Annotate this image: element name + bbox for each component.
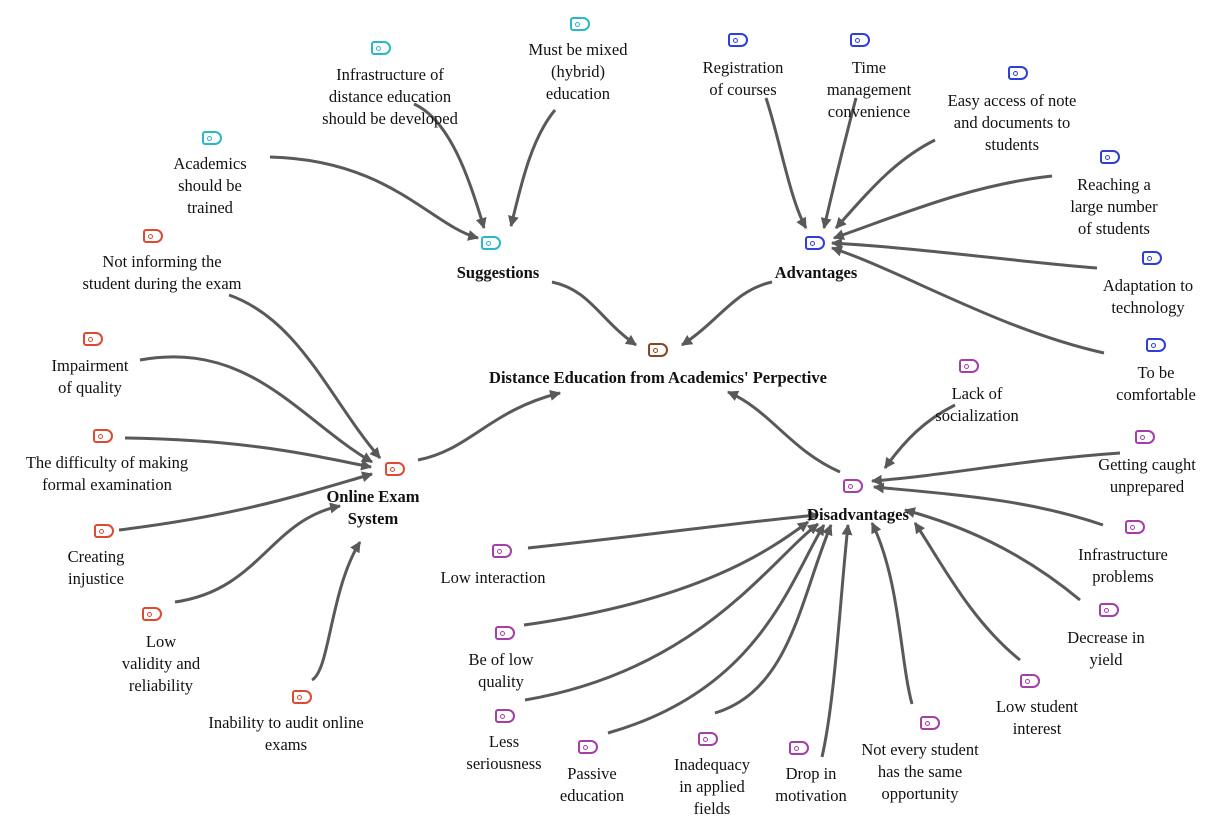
edge-not-informing-the-student-during-the-exa xyxy=(228,293,382,459)
tag-icon xyxy=(142,607,162,621)
center-node-label: Distance Education from Academics' Perpe… xyxy=(489,368,827,387)
edge-must-be-mixed-hybrid-education xyxy=(508,109,557,228)
tag-icon xyxy=(920,716,940,730)
edge-low-student-interest xyxy=(913,522,1021,662)
tag-icon xyxy=(1008,66,1028,80)
edge-easy-access-of-note-and-documents-to-stu xyxy=(834,138,936,230)
edge-registration-of-courses xyxy=(764,97,808,229)
tag-icon xyxy=(570,17,590,31)
edge-getting-caught-unprepared xyxy=(870,451,1121,486)
hub-advantages-label: Advantages xyxy=(774,263,858,282)
edge-low-interaction xyxy=(527,510,820,550)
tag-icon xyxy=(1146,338,1166,352)
tag-icon xyxy=(1100,150,1120,164)
node-must-be-mixed-hybrid-education-label: Must be mixed(hybrid)education xyxy=(528,40,628,103)
tag-icon xyxy=(843,479,863,493)
tag-icon xyxy=(481,236,501,250)
edge-inability-to-audit-online-exams xyxy=(311,541,362,682)
tag-icon xyxy=(789,741,809,755)
tag-icon xyxy=(959,359,979,373)
edge-low-validity-and-reliability xyxy=(174,502,342,604)
edge-exam-to-center xyxy=(417,389,562,462)
edge-inadequacy-in-applied-fields xyxy=(714,523,833,715)
edge-disadvantages-to-center xyxy=(726,390,841,474)
edge-creating-injustice xyxy=(118,471,374,532)
edge-infrastructure-of-distance-education-sho xyxy=(413,102,487,230)
tag-icon xyxy=(94,524,114,538)
edge-time-management-convenience xyxy=(820,97,858,230)
tag-icon xyxy=(492,544,512,558)
tag-icon xyxy=(83,332,103,346)
tag-icon xyxy=(1099,603,1119,617)
edge-advantages-to-center xyxy=(681,280,773,347)
tag-icon xyxy=(202,131,222,145)
edge-academics-should-be-trained xyxy=(269,155,480,241)
tag-icon xyxy=(698,732,718,746)
edge-be-of-low-quality xyxy=(523,520,809,627)
hub-suggestions-label: Suggestions xyxy=(456,263,540,282)
tag-icon xyxy=(495,709,515,723)
edge-passive-education xyxy=(607,524,826,735)
tag-icon xyxy=(1020,674,1040,688)
edge-impairment-of-quality xyxy=(139,355,373,464)
tag-icon xyxy=(728,33,748,47)
edge-suggestions-to-center xyxy=(551,280,637,347)
edge-infrastructure-problems xyxy=(872,482,1104,527)
edge-lack-of-socialization xyxy=(883,403,956,469)
tag-icon xyxy=(805,236,825,250)
node-low-interaction-label: Low interaction xyxy=(440,568,546,587)
tag-icon xyxy=(292,690,312,704)
tag-icon xyxy=(385,462,405,476)
tag-icon xyxy=(1125,520,1145,534)
edge-reaching-a-large-number-of-students xyxy=(832,174,1053,240)
tag-icon xyxy=(371,41,391,55)
tag-icon xyxy=(93,429,113,443)
tag-icon xyxy=(648,343,668,357)
edge-drop-in-motivation xyxy=(820,523,853,758)
edge-to-be-comfortable xyxy=(830,245,1105,355)
edge-not-every-student-has-the-same-opportuni xyxy=(870,522,914,705)
hub-disadvantages-label: Disadvantages xyxy=(807,505,909,524)
tag-icon xyxy=(578,740,598,754)
edge-adaptation-to-technology xyxy=(830,238,1098,270)
edge-less-seriousness xyxy=(524,522,819,702)
tag-icon xyxy=(850,33,870,47)
edge-the-difficulty-of-making-formal-examinat xyxy=(124,436,373,471)
tag-icon xyxy=(143,229,163,243)
tag-icon xyxy=(495,626,515,640)
edge-decrease-in-yield xyxy=(903,507,1081,602)
tag-icon xyxy=(1135,430,1155,444)
tag-icon xyxy=(1142,251,1162,265)
